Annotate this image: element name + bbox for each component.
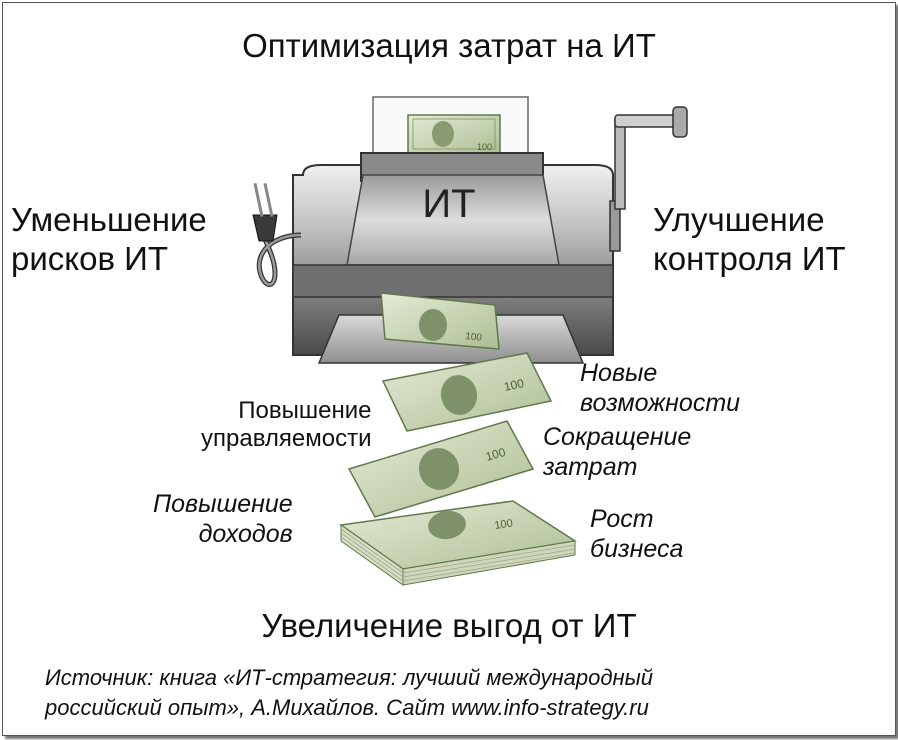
benefit-income-growth: Повышение доходов <box>153 490 293 549</box>
source-line-1: Источник: книга «ИТ-стратегия: лучший ме… <box>45 665 654 690</box>
benefit-cost-reduction: Сокращение затрат <box>543 423 691 482</box>
benefit-manageability-line-1: Повышение <box>238 397 372 424</box>
benefit-new-opportunities-line-2: возможности <box>580 388 741 417</box>
benefit-manageability: Повышение управляемости <box>201 397 371 454</box>
benefit-cost-reduction-line-1: Сокращение <box>543 423 692 451</box>
source-note: Источник: книга «ИТ-стратегия: лучший ме… <box>45 663 653 722</box>
benefit-business-growth-line-1: Рост <box>590 505 654 533</box>
benefit-income-growth-line-1: Повышение <box>153 490 293 518</box>
money-stack: 100 <box>339 500 578 586</box>
benefit-business-growth: Рост бизнеса <box>590 505 683 564</box>
left-label-line-2: рисков ИТ <box>11 239 169 277</box>
benefit-business-growth-line-2: бизнеса <box>590 534 684 563</box>
printer-label: ИТ <box>422 182 476 226</box>
benefit-manageability-line-2: управляемости <box>201 425 372 453</box>
right-label-line-1: Улучшение <box>653 201 825 238</box>
left-label: Уменьшение рисков ИТ <box>11 201 207 279</box>
benefit-income-growth-line-2: доходов <box>198 519 293 548</box>
diagram-title: Оптимизация затрат на ИТ <box>242 27 656 64</box>
banknote-falling-2: 100 <box>347 420 535 518</box>
right-label-line-2: контроля ИТ <box>653 239 846 277</box>
illustration: 100 100 <box>252 96 688 586</box>
benefit-new-opportunities-line-1: Новые <box>580 359 658 387</box>
benefit-cost-reduction-line-2: затрат <box>543 452 638 481</box>
benefit-new-opportunities: Новые возможности <box>580 359 740 418</box>
left-label-line-1: Уменьшение <box>11 201 207 238</box>
power-plug <box>252 182 302 287</box>
right-label: Улучшение контроля ИТ <box>653 201 846 279</box>
tray-banknote: 100 <box>407 114 501 154</box>
bottom-title: Увеличение выгод от ИТ <box>261 607 637 644</box>
svg-text:100: 100 <box>477 142 492 152</box>
svg-text:100: 100 <box>484 445 507 464</box>
svg-text:100: 100 <box>503 376 526 394</box>
svg-text:100: 100 <box>494 518 514 532</box>
crank-handle <box>609 106 688 252</box>
source-line-2: российский опыт», А.Михайлов. Сайт www.i… <box>45 694 649 720</box>
banknote-falling-1: 100 <box>381 352 553 432</box>
svg-text:100: 100 <box>465 331 483 344</box>
banknote-out: 100 <box>380 292 500 350</box>
